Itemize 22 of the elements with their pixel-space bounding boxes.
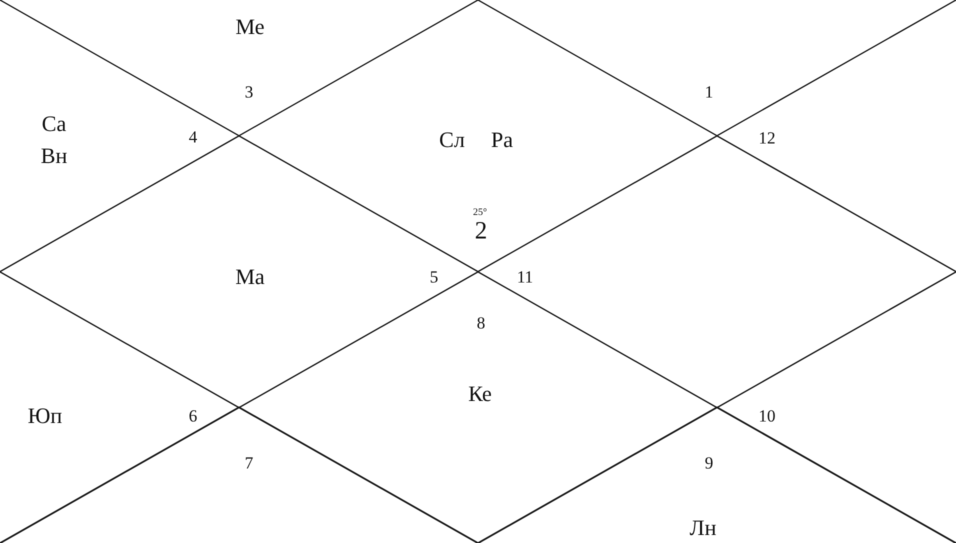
sign-number: 11: [516, 268, 534, 286]
sign-number: 2: [474, 218, 488, 244]
planet-abbreviation: Ке: [468, 383, 492, 405]
planet-abbreviation: Сл: [439, 129, 465, 151]
planet-abbreviation: Лн: [690, 517, 716, 539]
planet-abbreviation: Вн: [40, 145, 68, 167]
degree-label: 25°: [473, 208, 487, 218]
planet-abbreviation: Ра: [491, 129, 513, 151]
sign-number: 10: [758, 408, 776, 424]
planet-abbreviation: Са: [42, 113, 66, 135]
sign-number: 12: [758, 130, 776, 146]
sign-number: 1: [704, 84, 714, 100]
planet-abbreviation: Юп: [28, 405, 62, 427]
sign-number: 6: [188, 408, 198, 424]
planet-abbreviation: Ме: [235, 16, 265, 38]
planet-abbreviation: Ма: [235, 266, 265, 288]
sign-number: 3: [244, 84, 254, 100]
sign-number: 8: [476, 314, 486, 332]
sign-number: 9: [704, 454, 714, 472]
sign-number: 7: [244, 454, 254, 472]
sign-number: 4: [188, 128, 198, 146]
sign-number: 5: [430, 268, 438, 286]
